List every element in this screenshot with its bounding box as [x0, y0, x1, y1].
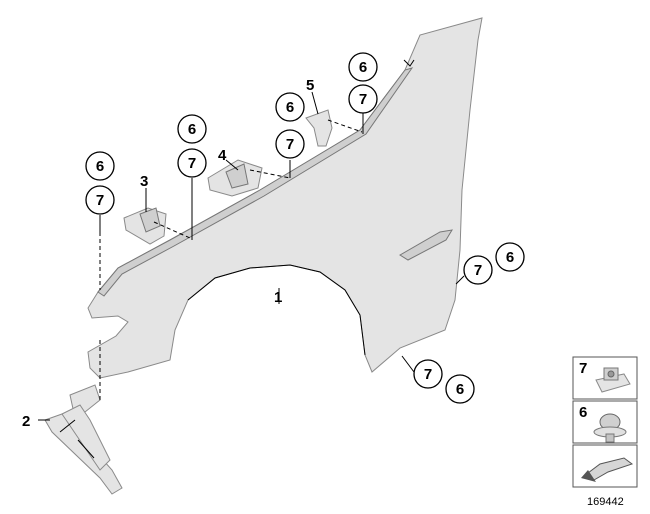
svg-text:7: 7 [424, 366, 432, 383]
clip-nut-icon [595, 367, 631, 393]
assembly-lines [99, 119, 363, 400]
front-fender [87, 17, 483, 379]
callout-6-upper: 6 [275, 92, 305, 122]
callout-2: 2 [22, 413, 30, 430]
callout-4: 4 [218, 147, 227, 164]
legend-panel: 7 6 [572, 356, 638, 488]
fender-bracket-middle [207, 159, 263, 197]
legend-item-6-label: 6 [579, 404, 587, 421]
callout-6-bottom: 6 [445, 374, 475, 404]
callout-7-bottom: 7 [413, 359, 443, 389]
svg-text:7: 7 [359, 91, 367, 108]
callout-7-front: 7 [85, 185, 115, 215]
callout-7-middle: 7 [177, 148, 207, 178]
svg-text:6: 6 [96, 158, 104, 175]
svg-text:7: 7 [188, 155, 196, 172]
callout-7-top: 7 [348, 84, 378, 114]
callout-3: 3 [140, 173, 148, 190]
svg-text:7: 7 [96, 192, 104, 209]
fender-bracket-rear [305, 109, 333, 147]
svg-text:6: 6 [286, 99, 294, 116]
svg-text:7: 7 [286, 136, 294, 153]
svg-text:6: 6 [506, 249, 514, 266]
fender-bracket-lower [44, 384, 123, 495]
hex-bolt-icon [593, 413, 627, 443]
callout-6-top: 6 [348, 52, 378, 82]
document-number: 169442 [587, 496, 624, 508]
callout-6-side: 6 [495, 242, 525, 272]
callout-7-upper: 7 [275, 129, 305, 159]
callout-7-side: 7 [463, 255, 493, 285]
callout-6-middle: 6 [177, 114, 207, 144]
svg-text:6: 6 [456, 381, 464, 398]
svg-text:6: 6 [359, 59, 367, 76]
svg-text:6: 6 [188, 121, 196, 138]
callout-5: 5 [306, 77, 314, 94]
svg-text:7: 7 [474, 262, 482, 279]
arrow-icon [581, 457, 634, 482]
fender-bracket-front [123, 207, 167, 245]
legend-item-7-label: 7 [579, 360, 587, 377]
callout-1: 1 [274, 289, 282, 306]
leader-lines [38, 91, 465, 421]
callout-6-front: 6 [85, 151, 115, 181]
